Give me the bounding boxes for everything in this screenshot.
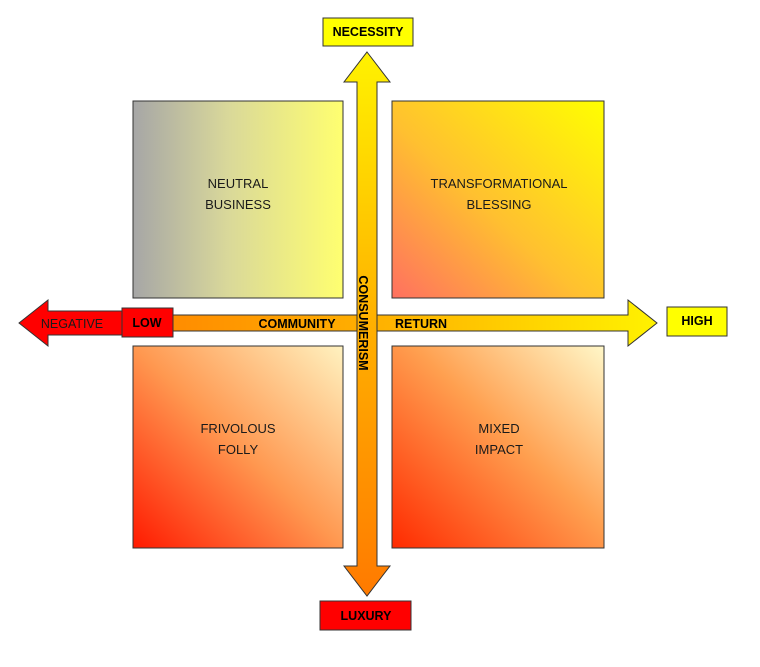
negative-label: NEGATIVE xyxy=(41,317,103,331)
high-label-box: HIGH xyxy=(666,306,728,337)
quadrant-top-left-line1: NEUTRAL xyxy=(208,176,269,191)
luxury-label-box: LUXURY xyxy=(319,600,412,631)
necessity-label-box: NECESSITY xyxy=(322,17,414,47)
consumerism-axis-label: CONSUMERISM xyxy=(356,275,370,370)
horizontal-axis-arrow xyxy=(171,298,658,348)
quadrant-bottom-left-line1: FRIVOLOUS xyxy=(200,421,275,436)
quadrant-bottom-right: MIXED IMPACT xyxy=(391,345,605,549)
high-label: HIGH xyxy=(681,314,712,328)
quadrant-top-left-line2: BUSINESS xyxy=(205,197,271,212)
community-axis-label: COMMUNITY xyxy=(258,317,336,331)
quadrant-bottom-left-line2: FOLLY xyxy=(218,442,259,457)
quadrant-bottom-left: FRIVOLOUS FOLLY xyxy=(132,345,344,549)
quadrant-bottom-right-line2: IMPACT xyxy=(475,442,523,457)
quadrant-top-left: NEUTRAL BUSINESS xyxy=(132,100,344,299)
necessity-label: NECESSITY xyxy=(333,25,405,39)
negative-arrow: NEGATIVE xyxy=(18,298,123,348)
low-label-box: LOW xyxy=(121,307,174,338)
luxury-label: LUXURY xyxy=(341,609,393,623)
low-label: LOW xyxy=(132,316,161,330)
quadrant-top-right: TRANSFORMATIONAL BLESSING xyxy=(391,100,605,299)
vertical-axis-arrow xyxy=(342,51,392,597)
quadrant-top-right-line2: BLESSING xyxy=(466,197,531,212)
return-axis-label: RETURN xyxy=(395,317,447,331)
quadrant-bottom-right-line1: MIXED xyxy=(478,421,519,436)
quadrant-top-right-line1: TRANSFORMATIONAL xyxy=(431,176,568,191)
